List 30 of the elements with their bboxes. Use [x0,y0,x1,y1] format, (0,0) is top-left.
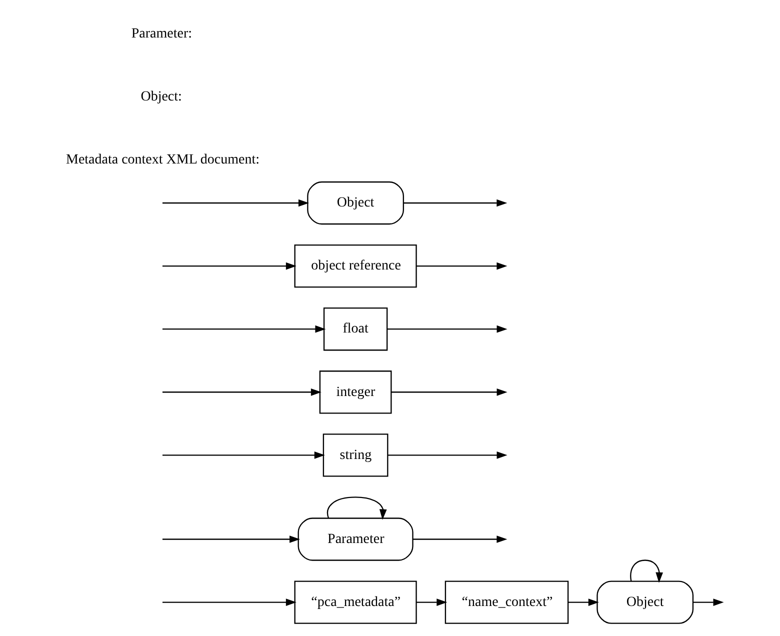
label: Object: [140,89,182,104]
node-box: Object [596,580,694,624]
arrow [630,560,664,583]
label: Metadata context XML document: [66,152,260,168]
arrow [162,536,300,543]
arrow [162,598,296,606]
node-box: integer [319,370,392,414]
arrow [416,262,508,270]
arrow [162,388,322,396]
arrow [162,199,309,207]
node-box: “name_context” [444,580,569,624]
arrow [413,536,508,543]
arrow [391,388,508,396]
node-box: Parameter [298,518,414,561]
node-box: string [322,434,388,477]
arrow [404,199,508,207]
arrow [387,325,508,333]
arrow [162,325,326,333]
node-box: Object [307,181,404,225]
node-box: “pca_metadata” [294,580,417,624]
arrow [327,496,387,520]
node-box: float [323,308,388,351]
arrow [162,262,296,270]
arrow [693,598,724,606]
arrow [416,598,448,606]
arrow [568,598,599,606]
arrow [162,452,325,459]
label: Parameter: [131,26,192,42]
arrow [388,452,508,459]
node-box: object reference [294,244,417,288]
